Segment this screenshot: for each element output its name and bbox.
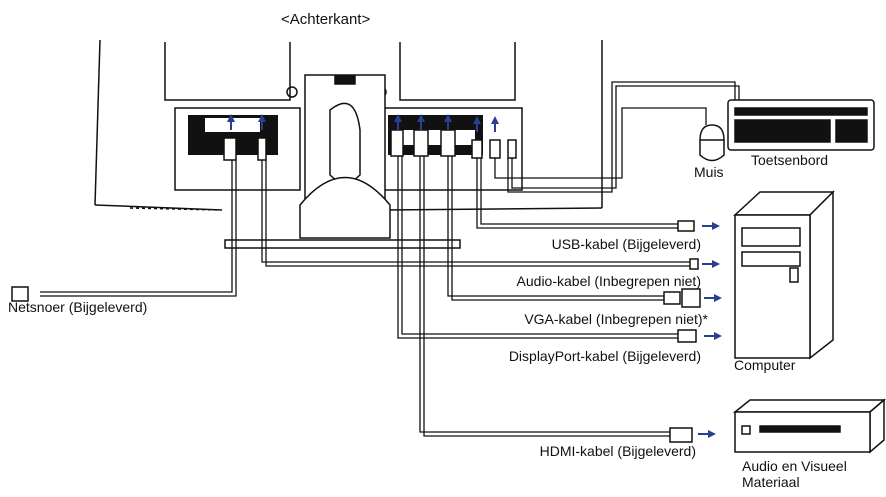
displayport-cable-label: DisplayPort-kabel (Bijgeleverd): [508, 348, 701, 364]
hdmi-cable-label: HDMI-kabel (Bijgeleverd): [539, 443, 696, 459]
power-cable-label: Netsnoer (Bijgeleverd): [8, 299, 148, 315]
monitor-rear: [94, 39, 603, 249]
keyboard-drawing: [727, 99, 875, 151]
vga-cable-label: VGA-kabel (Inbegrepen niet)*: [524, 311, 708, 327]
keyboard-label: Toetsenbord: [751, 152, 829, 168]
audio-cable-label: Audio-kabel (Inbegrepen niet): [516, 273, 701, 289]
mouse-drawing: [699, 124, 725, 162]
view-title: <Achterkant>: [281, 11, 371, 28]
computer-label: Computer: [734, 357, 796, 373]
computer-drawing: [733, 190, 835, 360]
mouse-label: Muis: [694, 164, 724, 180]
ports: [223, 129, 517, 161]
device-arrows: [698, 222, 722, 438]
port-arrows: [227, 114, 499, 132]
av-label-line2: Materiaal: [742, 474, 800, 490]
cable-plugs: [11, 220, 701, 443]
usb-cable-label: USB-kabel (Bijgeleverd): [551, 236, 701, 252]
cables: [40, 81, 740, 437]
av-label-line1: Audio en Visueel: [742, 458, 847, 474]
av-device-drawing: [732, 398, 886, 454]
